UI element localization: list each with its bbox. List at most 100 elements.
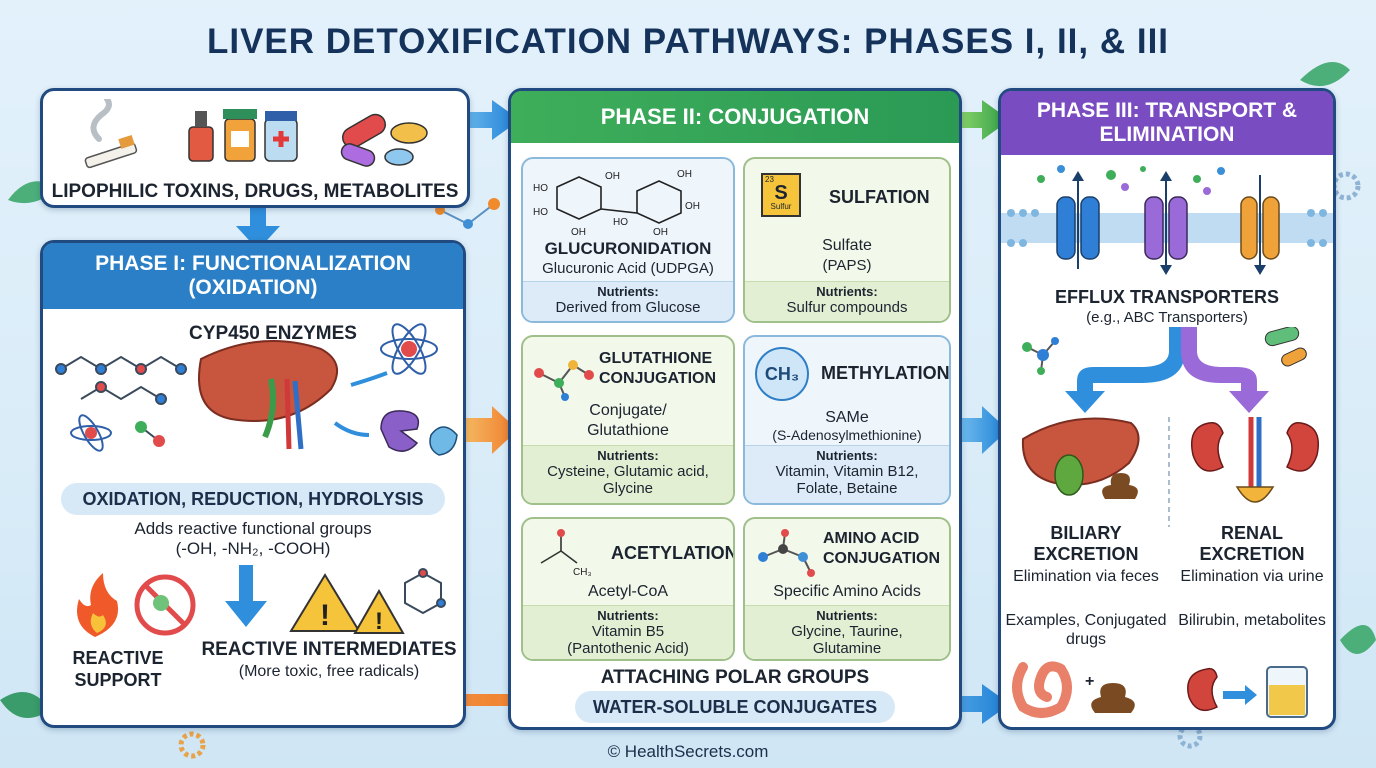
glucuronidation-nutrients: Derived from Glucose [555,299,701,316]
methylation-nutrients-box: Nutrients: Vitamin, Vitamin B12, Folate,… [745,445,949,503]
phase1-warning-illustration: ! ! [77,565,446,637]
gear-icon [178,731,206,759]
svg-text:CH₃: CH₃ [573,567,592,577]
renal-examples: Bilirubin, metabolites [1178,612,1326,629]
urine-beaker-icon [1266,666,1308,718]
toxins-label: LIPOPHILIC TOXINS, DRUGS, METABOLITES [51,181,459,202]
arrow-toxins-to-phase1 [236,208,280,250]
intestine-icon [1012,661,1072,718]
cigarette-icon [84,99,138,169]
renal-via: Elimination via urine [1180,568,1324,585]
molecule-icon [1022,337,1059,375]
acetylation-nutrients-box: Nutrients: Vitamin B5 (Pantothenic Acid) [523,605,733,659]
svg-text:OH: OH [677,169,692,180]
transporter-icon [1240,175,1280,275]
sulfation-nutrients-box: Nutrients: Sulfur compounds [745,281,949,321]
svg-text:HO: HO [533,183,548,194]
phase3-header: PHASE III: TRANSPORT & ELIMINATION [1001,91,1333,155]
acetyl-structure-icon: CH₃ [540,529,592,577]
leaf-icon [1340,625,1376,654]
leaf-icon [1300,62,1350,87]
liver-icon [198,340,339,450]
toxins-illustration [84,99,428,169]
methylation-title: METHYLATION [821,363,950,383]
methylation-nutrients-label: Nutrients: [816,448,878,463]
efflux-label: EFFLUX TRANSPORTERS [1054,287,1279,307]
kidney-icon [1191,417,1319,503]
phase1-header: PHASE I: FUNCTIONALIZATION (OXIDATION) [43,243,463,309]
sulfur-element-number: 23 [765,175,774,184]
reactive-support-label: REACTIVE SUPPORT [72,648,164,690]
footer-credit: © HealthSecrets.com [607,742,769,761]
capsule-icon [1264,327,1307,367]
svg-text:OH: OH [685,201,700,212]
glucuronidation-agent: Glucuronic Acid (UDPGA) [542,260,714,277]
acetylation-title: ACETYLATION [611,543,735,563]
leaf-icon [0,692,50,718]
svg-text:HO: HO [613,217,628,228]
svg-text:OH: OH [653,227,668,238]
arrow-phase2-to-phase3-top [958,100,1010,140]
dropper-bottle-icon [188,111,214,162]
split-arrow-left-icon [1065,327,1185,413]
glutathione-nutrients-label: Nutrients: [597,448,659,463]
sulfation-title: SULFATION [829,187,930,207]
svg-text:OH: OH [605,171,620,182]
sulfur-element-symbol: S [774,182,788,204]
svg-text:HO: HO [533,207,548,218]
reaction-arrow-icon [350,371,388,387]
excretion-bottom-illustration [1012,661,1308,718]
reactive-intermediates-label: REACTIVE INTERMEDIATES [201,639,457,660]
renal-title: RENAL EXCRETION [1199,523,1305,564]
phase3-panel: PHASE III: TRANSPORT & ELIMINATION EFFLU… [998,88,1336,730]
phase1-desc-line2: (-OH, -NH₂, -COOH) [175,539,331,558]
gear-icon [1177,723,1203,749]
glutathione-agent: Conjugate/ Glutathione [587,402,669,439]
atom-icon [70,414,112,452]
polar-groups-label: ATTACHING POLAR GROUPS [600,667,870,688]
sulfur-element-icon: 23 S Sulfur [761,173,801,217]
glucuronidation-nutrients-label: Nutrients: [597,284,659,299]
svg-text:!: ! [375,608,383,635]
biliary-title: BILIARY EXCRETION [1033,523,1139,564]
biliary-examples: Examples, Conjugated drugs [1005,612,1167,648]
down-arrow-icon [225,565,267,627]
right-arrow-icon [1223,685,1257,705]
feces-icon [1091,683,1135,713]
amino-acid-card: AMINO ACID CONJUGATION Specific Amino Ac… [743,517,951,661]
sulfation-agent-line2: (PAPS) [822,257,872,274]
reactive-intermediates-note: (More toxic, free radicals) [238,663,420,680]
sulfur-element-name: Sulfur [770,202,792,211]
amino-acid-nutrients: Glycine, Taurine, Glutamine [791,623,903,657]
atom-icon [380,323,438,375]
enzyme-icon [380,410,458,456]
methylation-card: CH₃ METHYLATION SAMe (S-Adenosylmethioni… [743,335,951,505]
phase1-panel: PHASE I: FUNCTIONALIZATION (OXIDATION) C… [40,240,466,728]
warning-icon: ! ! [289,573,405,635]
transporter-icon [1144,171,1188,275]
molecule-chain-icon [55,355,187,405]
amino-acid-agent: Specific Amino Acids [773,583,921,600]
svg-text:!: ! [320,599,330,632]
reaction-arrow-icon [333,421,370,437]
membrane-illustration [1001,165,1333,275]
glutathione-molecule-icon [534,360,594,401]
biliary-via: Elimination via feces [1013,568,1159,585]
pill-jar-icon [264,111,298,162]
arrow-phase2-to-phase3-mid [952,406,1008,454]
acetylation-nutrients-label: Nutrients: [597,608,659,623]
glutathione-title: GLUTATHIONE CONJUGATION [599,350,717,387]
glutathione-nutrients-box: Nutrients: Cysteine, Glutamic acid, Glyc… [523,445,733,503]
amino-acid-title: AMINO ACID CONJUGATION [823,530,941,567]
medicine-bottle-icon [223,109,257,162]
methyl-icon: CH₃ [755,347,809,401]
sulfation-agent-line1: Sulfate [822,237,872,254]
prohibited-icon [134,574,196,636]
sulfation-nutrients-label: Nutrients: [816,284,878,299]
capsule-icon [340,113,387,167]
methylation-agent-line1: SAMe [825,409,869,426]
